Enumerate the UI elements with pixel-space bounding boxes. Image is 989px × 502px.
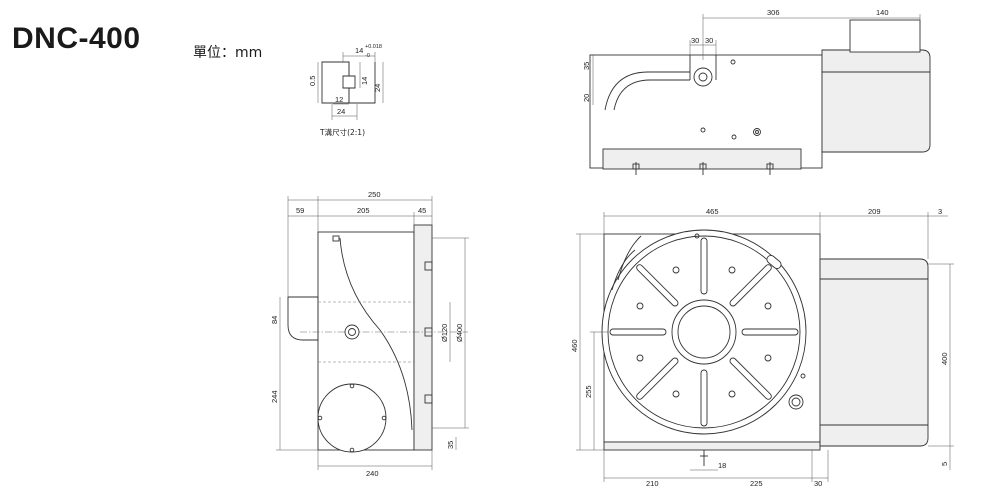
side-dim-205: 205 [357,206,370,215]
front-dim-30: 30 [814,479,822,488]
front-dim-400: 400 [940,352,949,365]
side-dim-d120: Ø120 [440,324,449,342]
top-dim-30b: 30 [705,36,713,45]
side-dim-59: 59 [296,206,304,215]
top-view: 306 140 30 30 35 20 [582,8,931,175]
tslot-dim-14: 14 [355,46,363,55]
front-dim-460: 460 [570,339,579,352]
tslot-detail: 14 +0.018 -0 0.5 14 24 12 24 T溝尺寸(2:1) [308,44,384,137]
side-dim-d400: Ø400 [455,324,464,342]
top-dim-306: 306 [767,8,780,17]
front-dim-209: 209 [868,207,881,216]
top-dim-35: 35 [582,62,591,70]
tslot-tol-plus: +0.018 [365,44,382,50]
side-dim-35: 35 [446,441,455,449]
tslot-dim-14v: 14 [360,77,369,85]
tslot-dim-24v: 24 [373,84,382,92]
front-view: 465 209 3 460 255 400 5 18 210 225 30 [570,207,954,488]
side-dim-244: 244 [270,390,279,403]
tslot-dim-0.5: 0.5 [308,76,317,86]
front-dim-18: 18 [718,461,726,470]
front-dim-225: 225 [750,479,763,488]
front-dim-5: 5 [940,462,949,466]
front-dim-465: 465 [706,207,719,216]
top-dim-20: 20 [582,94,591,102]
side-dim-84: 84 [270,316,279,324]
tslot-dim-24: 24 [337,107,345,116]
model-title: DNC-400 [12,22,141,55]
side-dim-45: 45 [418,206,426,215]
front-dim-210: 210 [646,479,659,488]
front-dim-3: 3 [938,207,942,216]
front-dim-255: 255 [584,385,593,398]
side-view: 250 59 205 45 84 244 Ø120 Ø400 35 240 [270,190,469,478]
unit-label: 單位：mm [193,45,263,61]
side-dim-250: 250 [368,190,381,199]
tslot-tol-minus: -0 [365,53,370,59]
tslot-dim-12: 12 [335,95,343,104]
slot-group [609,237,799,427]
top-dim-30a: 30 [691,36,699,45]
tslot-caption: T溝尺寸(2:1) [319,127,365,137]
top-dim-140: 140 [876,8,889,17]
side-dim-240: 240 [366,469,379,478]
